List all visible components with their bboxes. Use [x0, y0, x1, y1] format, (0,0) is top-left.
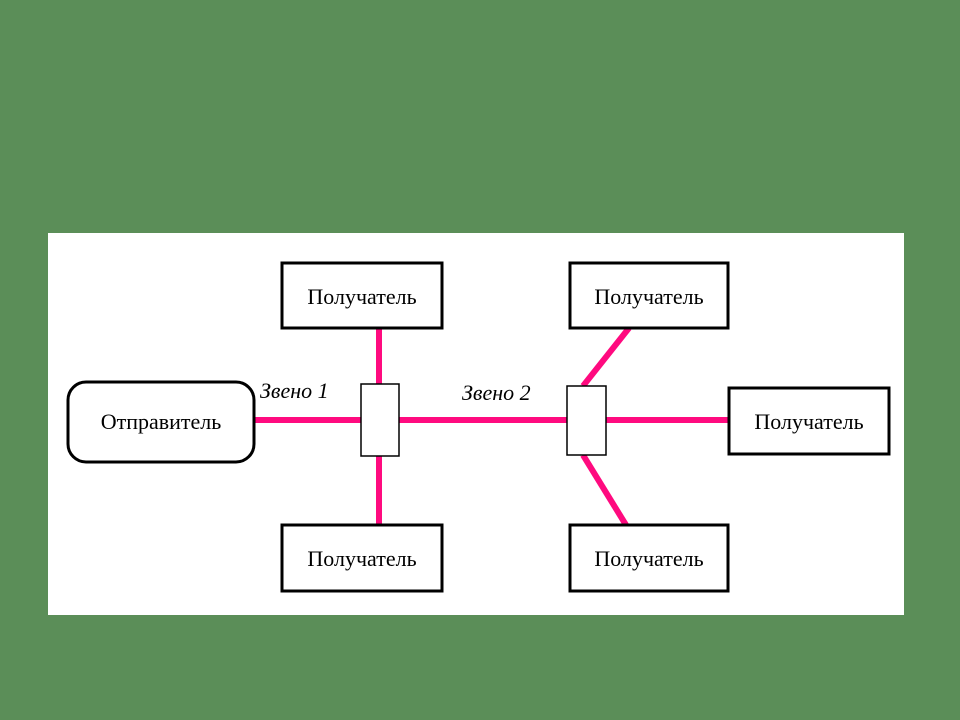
switch2-receiver-top-link [580, 326, 632, 388]
receiver-node-bottom-left: Получатель [280, 523, 444, 593]
network-diagram: Отправитель Получатель Получатель Получа… [66, 261, 891, 593]
switch-node-2 [566, 385, 607, 456]
receiver-label: Получатель [594, 546, 703, 571]
diagram-panel: Отправитель Получатель Получатель Получа… [48, 233, 904, 615]
sender-node: Отправитель [66, 380, 256, 464]
receiver-label: Получатель [307, 284, 416, 309]
link-1-label: Звено 1 [260, 378, 329, 403]
receiver-label: Получатель [754, 409, 863, 434]
receiver-node-right: Получатель [727, 386, 891, 456]
receiver-node-top-right: Получатель [568, 261, 730, 330]
switch-node-1 [360, 383, 400, 457]
receiver-node-bottom-right: Получатель [568, 523, 730, 593]
switch2-receiver-bottom-link [580, 453, 629, 527]
sender-label: Отправитель [101, 409, 222, 434]
receiver-label: Получатель [307, 546, 416, 571]
receiver-node-top-left: Получатель [280, 261, 444, 330]
receiver-label: Получатель [594, 284, 703, 309]
link-2-label: Звено 2 [462, 380, 531, 405]
